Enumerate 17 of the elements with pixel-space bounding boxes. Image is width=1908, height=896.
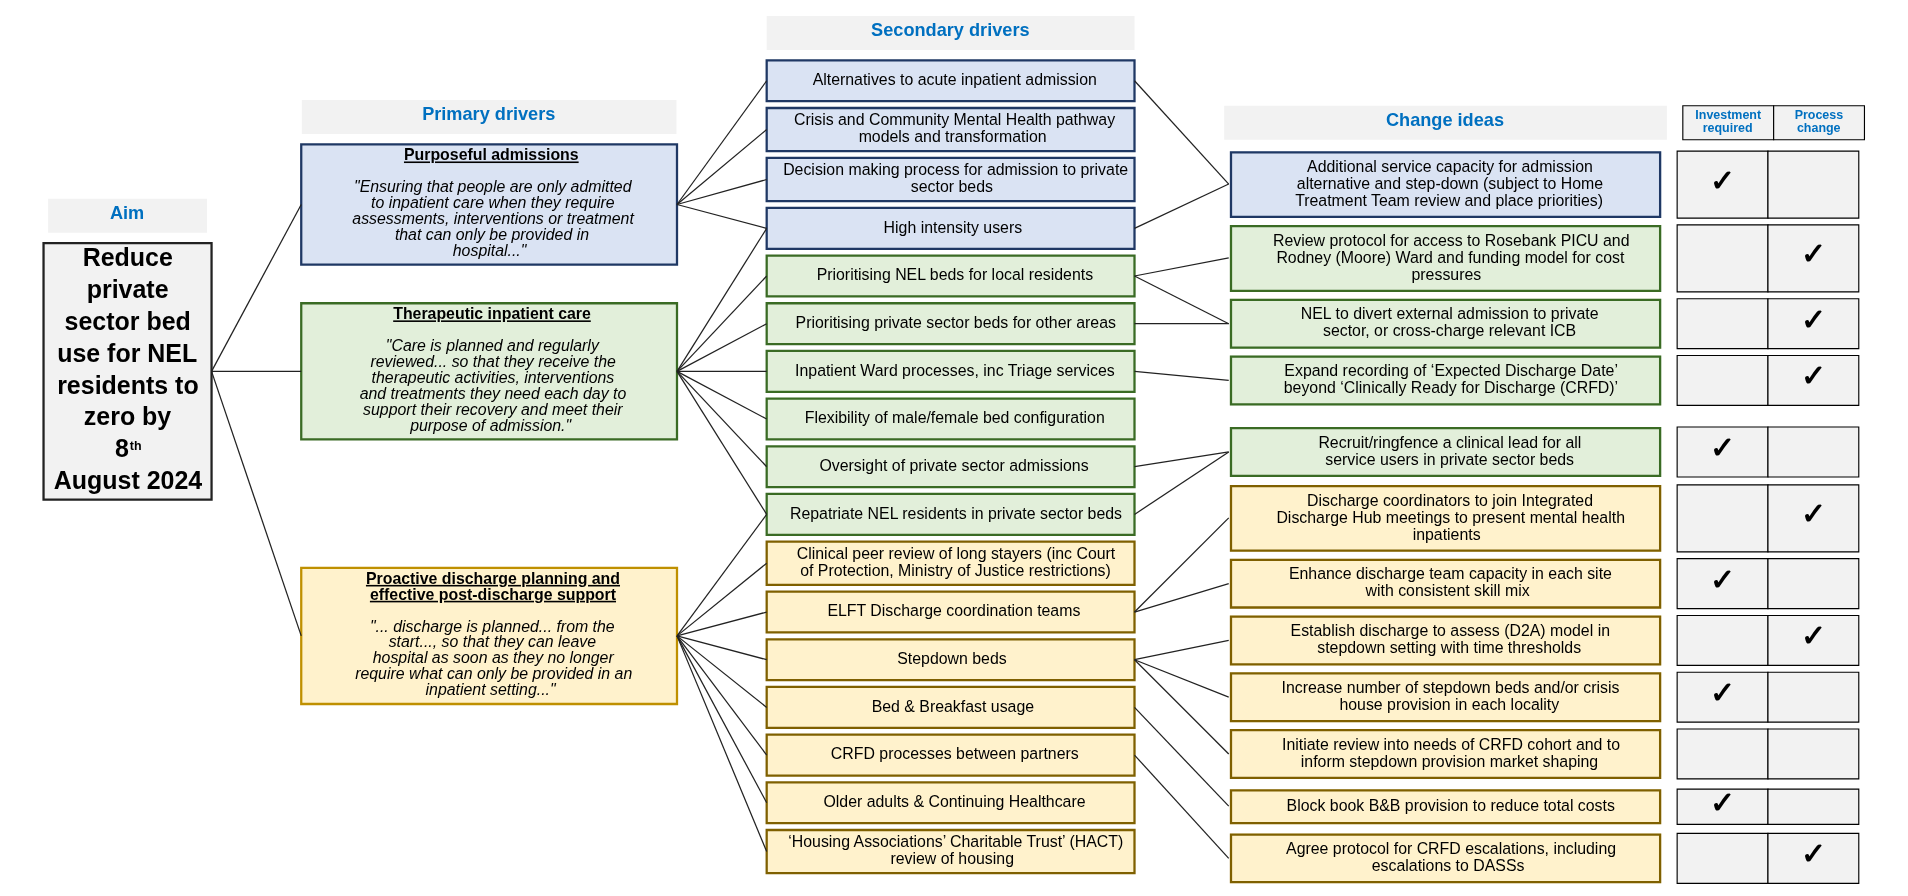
node-label: ✓ bbox=[1800, 237, 1826, 271]
label: Investment required bbox=[1695, 108, 1762, 135]
node-label: ✓ bbox=[1710, 785, 1736, 819]
label: Aim bbox=[109, 203, 145, 224]
node-label: ✓ bbox=[1710, 163, 1736, 197]
node-label: ✓ bbox=[1710, 562, 1736, 596]
node-label: ✓ bbox=[1800, 497, 1826, 531]
node-label: ✓ bbox=[1710, 676, 1736, 710]
node-label: ✓ bbox=[1800, 359, 1826, 393]
node-label: ✓ bbox=[1800, 302, 1826, 336]
node-label: ✓ bbox=[1710, 430, 1736, 464]
node-label: ✓ bbox=[1800, 619, 1826, 653]
label: Change ideas bbox=[1385, 109, 1505, 130]
label: Process change bbox=[1794, 108, 1844, 135]
label: Secondary drivers bbox=[871, 20, 1030, 41]
node-label: ✓ bbox=[1800, 837, 1826, 871]
label: Primary drivers bbox=[422, 104, 556, 125]
